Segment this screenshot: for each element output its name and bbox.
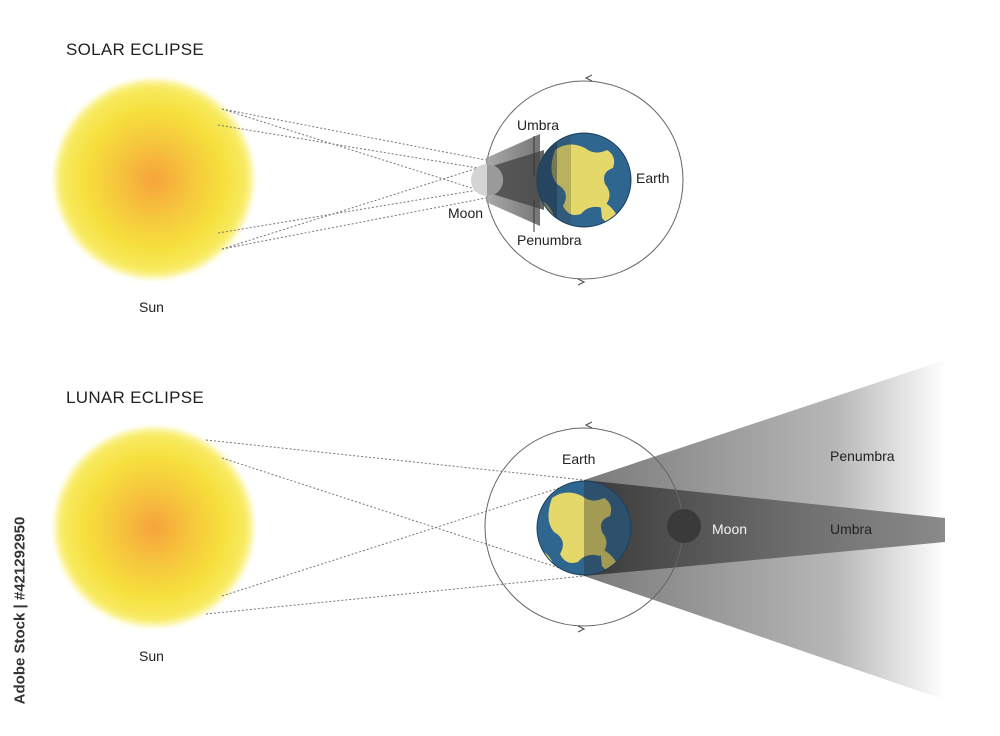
lunar-light-rays	[205, 439, 585, 615]
solar-moon-shade	[487, 164, 503, 196]
lunar-orbit-arrow-bottom	[577, 625, 586, 633]
solar-earth-label: Earth	[636, 170, 669, 186]
lunar-penumbra-label: Penumbra	[830, 448, 895, 464]
lunar-sun-icon	[54, 427, 254, 627]
lunar-moon-label: Moon	[712, 521, 747, 537]
lunar-eclipse-title: LUNAR ECLIPSE	[66, 388, 205, 407]
solar-eclipse-group: Umbra Penumbra Earth Moon Sun	[54, 74, 684, 315]
solar-eclipse-title: SOLAR ECLIPSE	[66, 40, 205, 59]
solar-light-rays	[217, 108, 487, 250]
solar-umbra-label: Umbra	[517, 117, 559, 133]
lunar-orbit-arrow-top	[584, 421, 593, 429]
lunar-moon-icon	[667, 509, 701, 543]
solar-sun-label: Sun	[139, 299, 164, 315]
solar-orbit-arrow-top	[584, 74, 593, 82]
lunar-eclipse-group: Earth Moon Umbra Penumbra Sun	[54, 360, 945, 700]
solar-penumbra-label: Penumbra	[517, 232, 582, 248]
solar-orbit-arrow-bottom	[577, 278, 586, 286]
lunar-umbra-label: Umbra	[830, 521, 872, 537]
solar-umbra-cone	[486, 150, 544, 210]
lunar-umbra-cone	[584, 480, 945, 576]
solar-sun-icon	[54, 79, 254, 279]
lunar-sun-label: Sun	[139, 648, 164, 664]
stock-watermark: Adobe Stock | #421292950	[8, 500, 32, 720]
stock-watermark-text: Adobe Stock | #421292950	[11, 516, 29, 704]
solar-moon-label: Moon	[448, 205, 483, 221]
lunar-earth-label: Earth	[562, 451, 595, 467]
